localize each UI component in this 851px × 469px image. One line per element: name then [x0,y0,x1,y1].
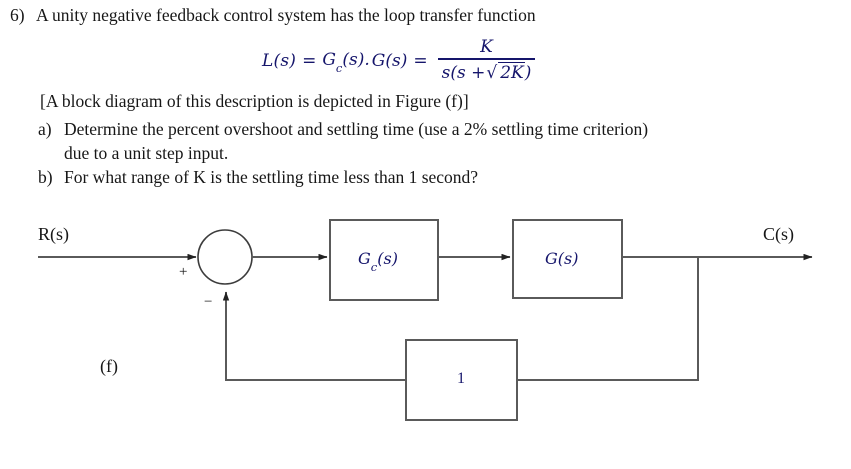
denominator-suffix: ) [524,62,532,83]
equation-fraction: K s(s +√2K) [437,37,536,83]
figure-note: [A block diagram of this description is … [40,91,469,111]
equation-equals-2: = [413,50,428,71]
controller-label-main: G [358,249,371,268]
equation-gc-main: G [322,49,336,70]
part-a-text-line1: Determine the percent overshoot and sett… [64,119,649,139]
question-part-b: b) For what range of K is the settling t… [38,167,798,190]
controller-label-arg: (s) [377,249,398,268]
figure-label: (f) [100,356,118,376]
radicand: 2K [498,61,525,83]
question-part-a: a) Determine the percent overshoot and s… [38,119,798,142]
part-a-text-line2: due to a unit step input. [64,143,229,163]
equation-gc-arg: (s). [342,49,370,70]
question-stem-line: 6) A unity negative feedback control sys… [10,5,830,28]
block-diagram-canvas [38,219,813,421]
controller-block [329,219,439,301]
summing-minus-sign: − [204,294,213,310]
summing-junction [197,229,253,285]
output-label: C(s) [763,224,794,244]
plant-block-label: G(s) [545,249,579,268]
equation-gc-subscript: c [335,60,343,75]
equation-denominator: s(s +√2K) [438,60,536,83]
feedback-block-label: 1 [457,370,465,387]
question-number: 6) [10,5,25,25]
question-stem: A unity negative feedback control system… [36,5,536,25]
equation-controller-term: Gc(s). [322,49,370,75]
equation-lhs: L(s) [262,50,297,71]
fraction-bar [437,58,536,60]
equation-plant-term: G(s) [371,50,408,71]
square-root-icon: √2K [485,61,525,83]
input-label: R(s) [38,224,69,244]
loop-transfer-function-equation: L(s) = Gc(s). G(s) = K s(s +√2K) [262,37,536,84]
part-b-marker: b) [38,167,53,187]
equation-numerator: K [480,37,493,57]
part-b-text-line1: For what range of K is the settling time… [64,167,479,187]
denominator-prefix: s(s + [441,62,486,83]
controller-label-subscript: c [370,260,378,275]
controller-block-label: Gc(s) [358,249,398,275]
radical-glyph: √ [486,62,498,83]
block-diagram: R(s) C(s) (f) + − Gc(s) G(s) 1 [0,200,851,440]
summing-plus-sign: + [179,264,188,280]
part-a-marker: a) [38,119,52,139]
plant-block [512,219,623,299]
equation-equals-1: = [302,50,317,71]
